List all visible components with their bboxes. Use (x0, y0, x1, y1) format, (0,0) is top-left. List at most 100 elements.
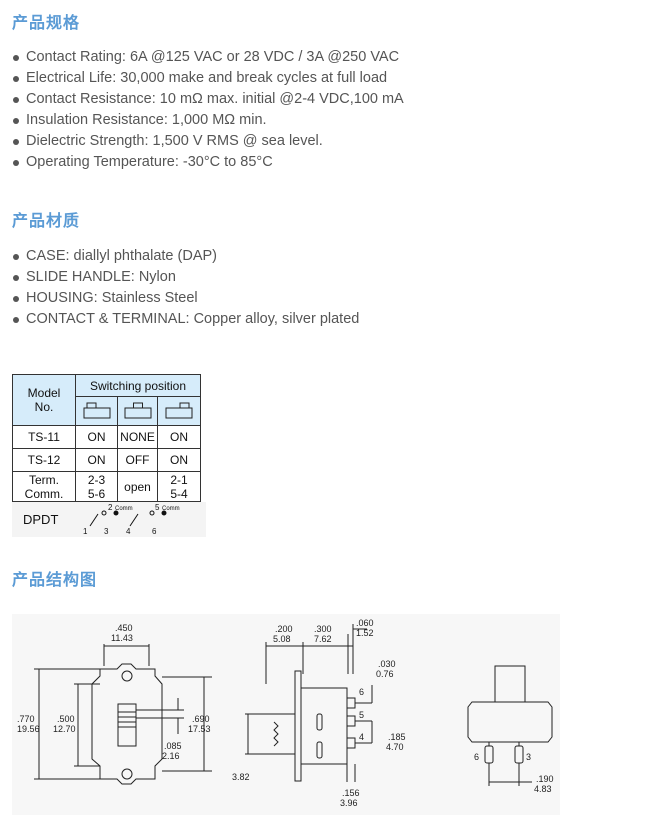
specs-list: Contact Rating: 6A @125 VAC or 28 VDC / … (12, 47, 404, 173)
position-1-symbol (75, 396, 118, 426)
term-left-cell: 2-3 5-6 (75, 471, 118, 502)
pin-label: 1 (83, 527, 88, 536)
dim-text: .185 (388, 732, 406, 742)
term-right-line2: 5-4 (170, 486, 188, 501)
term-mid-cell: open (117, 471, 158, 502)
position-cell: ON (157, 448, 201, 472)
term-left-line2: 5-6 (87, 486, 106, 501)
position-cell: ON (75, 448, 118, 472)
dim-text: .190 (536, 774, 554, 784)
term-right-line1: 2-1 (170, 472, 188, 487)
term-left-line1: 2-3 (87, 472, 106, 487)
model-cell: TS-12 (12, 448, 76, 472)
slide-left-icon (83, 402, 110, 418)
dim-text: 3.96 (340, 798, 358, 808)
contact-comm-2 (161, 510, 167, 516)
pin-label: 4 (126, 527, 131, 536)
model-cell: TS-11 (12, 425, 76, 449)
term-right-cell: 2-1 5-4 (157, 471, 201, 502)
switching-table: Model No. Switching position (12, 374, 201, 502)
dim-text: 19.56 (17, 724, 40, 734)
position-cell: OFF (117, 448, 158, 472)
pin-label: 4 (359, 732, 364, 742)
structure-heading: 产品结构图 (12, 570, 98, 589)
pin-label: 6 (152, 527, 157, 536)
end-view (467, 665, 553, 786)
position-3-symbol (157, 396, 201, 426)
dim-text: .450 (115, 623, 133, 633)
dim-text: 1.52 (356, 628, 374, 638)
dpdt-diagram: DPDT 1 2 Comm 3 4 5 Comm 6 (12, 502, 206, 537)
position-cell: NONE (117, 425, 158, 449)
position-2-symbol (117, 396, 158, 426)
model-header: Model No. (12, 374, 76, 426)
dim-text: 11.43 (111, 633, 133, 643)
comm-label: Comm (162, 506, 180, 512)
dim-text: 5.08 (273, 634, 291, 644)
position-header: Switching position (75, 374, 201, 397)
table-row: TS-12 ON OFF ON (12, 448, 201, 472)
dim-text: .770 (17, 714, 35, 724)
materials-heading: 产品材质 (12, 211, 81, 230)
term-label-line1: Term. (29, 472, 59, 487)
dim-text: 2.16 (162, 751, 180, 761)
pin-label: 5 (359, 710, 364, 720)
contact-5 (149, 510, 155, 516)
dpdt-schematic: 1 2 Comm 3 4 5 Comm 6 (83, 503, 180, 536)
term-label-line2: Comm. (24, 486, 64, 501)
pin-label: 3 (526, 752, 531, 762)
materials-list: CASE: diallyl phthalate (DAP) SLIDE HAND… (12, 246, 359, 330)
specs-heading: 产品规格 (12, 13, 81, 32)
comm-label: Comm (115, 506, 133, 512)
dim-text: .200 (275, 624, 293, 634)
material-item: HOUSING: Stainless Steel (12, 288, 359, 309)
term-label-cell: Term. Comm. (12, 471, 76, 502)
switching-table-block: Model No. Switching position (12, 374, 206, 539)
dimension-drawing: .450 11.43 .770 19.56 .500 12.70 .690 17… (17, 618, 554, 808)
dim-text: 4.83 (534, 784, 552, 794)
spec-item: Electrical Life: 30,000 make and break c… (12, 68, 404, 89)
structure-drawing: .450 11.43 .770 19.56 .500 12.70 .690 17… (12, 614, 560, 815)
position-cell: ON (75, 425, 118, 449)
dim-text: .156 (342, 788, 360, 798)
dpdt-label: DPDT (23, 512, 59, 527)
slide-center-icon (124, 402, 151, 418)
contact-comm-1 (113, 510, 119, 516)
switch-lever-2 (129, 513, 139, 527)
contact-2 (101, 510, 107, 516)
dim-text: 17.53 (188, 724, 211, 734)
material-item: CONTACT & TERMINAL: Copper alloy, silver… (12, 309, 359, 330)
spec-item: Contact Rating: 6A @125 VAC or 28 VDC / … (12, 47, 404, 68)
dim-text: .500 (57, 714, 75, 724)
dim-text: .085 (164, 741, 182, 751)
dim-text: 3.82 (232, 772, 250, 782)
material-item: CASE: diallyl phthalate (DAP) (12, 246, 359, 267)
dim-text: .300 (314, 624, 332, 634)
pin-label: 2 (108, 503, 113, 512)
switch-lever-1 (89, 513, 99, 527)
spec-item: Operating Temperature: -30°C to 85°C (12, 152, 404, 173)
dim-text: .030 (378, 659, 396, 669)
position-cell: ON (157, 425, 201, 449)
spec-item: Dielectric Strength: 1,500 V RMS @ sea l… (12, 131, 404, 152)
model-header-line1: Model (27, 386, 61, 400)
table-row: Term. Comm. 2-3 5-6 open 2-1 5-4 (12, 471, 201, 502)
spec-item: Contact Resistance: 10 mΩ max. initial @… (12, 89, 404, 110)
dim-text: 4.70 (386, 742, 404, 752)
pin-label: 3 (104, 527, 109, 536)
dim-text: 7.62 (314, 634, 332, 644)
dim-text: 0.76 (376, 669, 394, 679)
slide-right-icon (165, 402, 193, 418)
dim-text: 12.70 (53, 724, 76, 734)
dim-text: .060 (356, 618, 374, 628)
spec-item: Insulation Resistance: 1,000 MΩ min. (12, 110, 404, 131)
front-view (34, 644, 212, 785)
pin-label: 6 (359, 687, 364, 697)
pin-label: 6 (474, 752, 479, 762)
pin-label: 5 (155, 503, 160, 512)
dim-text: .690 (192, 714, 210, 724)
table-row: TS-11 ON NONE ON (12, 425, 201, 449)
model-header-line2: No. (34, 400, 54, 414)
material-item: SLIDE HANDLE: Nylon (12, 267, 359, 288)
side-view (245, 624, 373, 782)
